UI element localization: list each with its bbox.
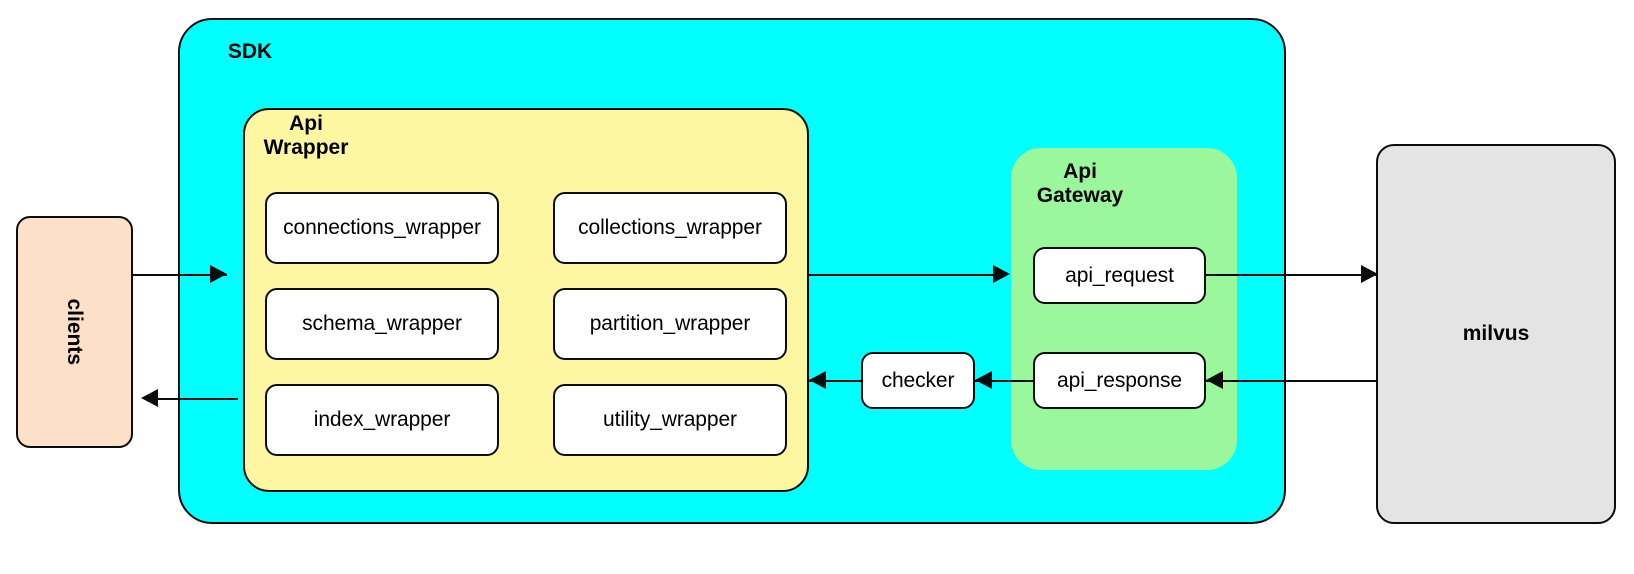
api-gateway-container <box>1011 148 1237 470</box>
edge-milvus-to-api-response <box>1206 380 1378 382</box>
arrowhead-right-icon <box>1361 265 1378 283</box>
edge-api-wrapper-to-api-request <box>809 274 1003 276</box>
edge-api-wrapper-to-clients <box>146 398 238 400</box>
clients-label: clients <box>63 298 87 366</box>
node-index-wrapper[interactable]: index_wrapper <box>265 384 499 456</box>
api-gateway-label: Api Gateway <box>1036 160 1124 208</box>
node-checker[interactable]: checker <box>861 352 975 409</box>
arrowhead-right-icon <box>993 265 1010 283</box>
arrowhead-left-icon <box>141 389 158 407</box>
api-wrapper-label: Api Wrapper <box>263 112 349 160</box>
node-collections-wrapper[interactable]: collections_wrapper <box>553 192 787 264</box>
arrowhead-right-icon <box>210 265 227 283</box>
edge-api-request-to-milvus <box>1206 274 1378 276</box>
edge-clients-to-api-wrapper <box>133 274 227 276</box>
arrowhead-left-icon <box>1206 371 1223 389</box>
arrowhead-left-icon <box>809 371 826 389</box>
node-clients[interactable]: clients <box>16 216 133 448</box>
edge-api-response-to-checker <box>975 380 1033 382</box>
arrowhead-left-icon <box>975 371 992 389</box>
node-api-request[interactable]: api_request <box>1033 247 1206 304</box>
node-milvus[interactable]: milvus <box>1376 144 1616 524</box>
node-partition-wrapper[interactable]: partition_wrapper <box>553 288 787 360</box>
sdk-label: SDK <box>227 40 273 63</box>
node-api-response[interactable]: api_response <box>1033 352 1206 409</box>
node-connections-wrapper[interactable]: connections_wrapper <box>265 192 499 264</box>
edge-checker-to-api-wrapper <box>809 380 861 382</box>
node-schema-wrapper[interactable]: schema_wrapper <box>265 288 499 360</box>
node-utility-wrapper[interactable]: utility_wrapper <box>553 384 787 456</box>
